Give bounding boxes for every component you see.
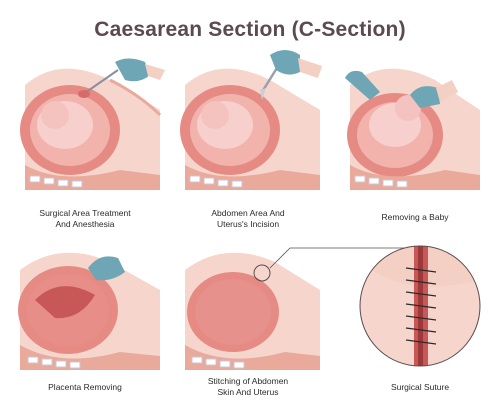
glove-icon <box>410 86 440 108</box>
glove-icon <box>88 256 125 281</box>
suture-stitches <box>405 267 437 345</box>
page-title: Caesarean Section (C-Section) <box>94 18 406 41</box>
step-caption-6: Surgical Suture <box>390 382 450 392</box>
panel-stitching-illustration <box>185 245 421 370</box>
magnifier-circle-icon <box>359 245 481 367</box>
step-caption-3: Removing a Baby <box>381 212 449 222</box>
panel-incision-illustration <box>180 50 322 190</box>
glove-icon <box>270 50 300 75</box>
forceps-icon <box>81 69 119 96</box>
glove-icon <box>345 70 380 100</box>
panel-removing-baby-illustration <box>345 68 480 190</box>
zoom-marker-icon <box>253 264 271 282</box>
glove-icon <box>115 58 150 82</box>
placenta <box>35 286 95 319</box>
step-caption-4: Placenta Removing <box>48 382 122 392</box>
panel-anesthesia-illustration <box>20 58 165 190</box>
panel-placenta-illustration <box>18 252 160 370</box>
